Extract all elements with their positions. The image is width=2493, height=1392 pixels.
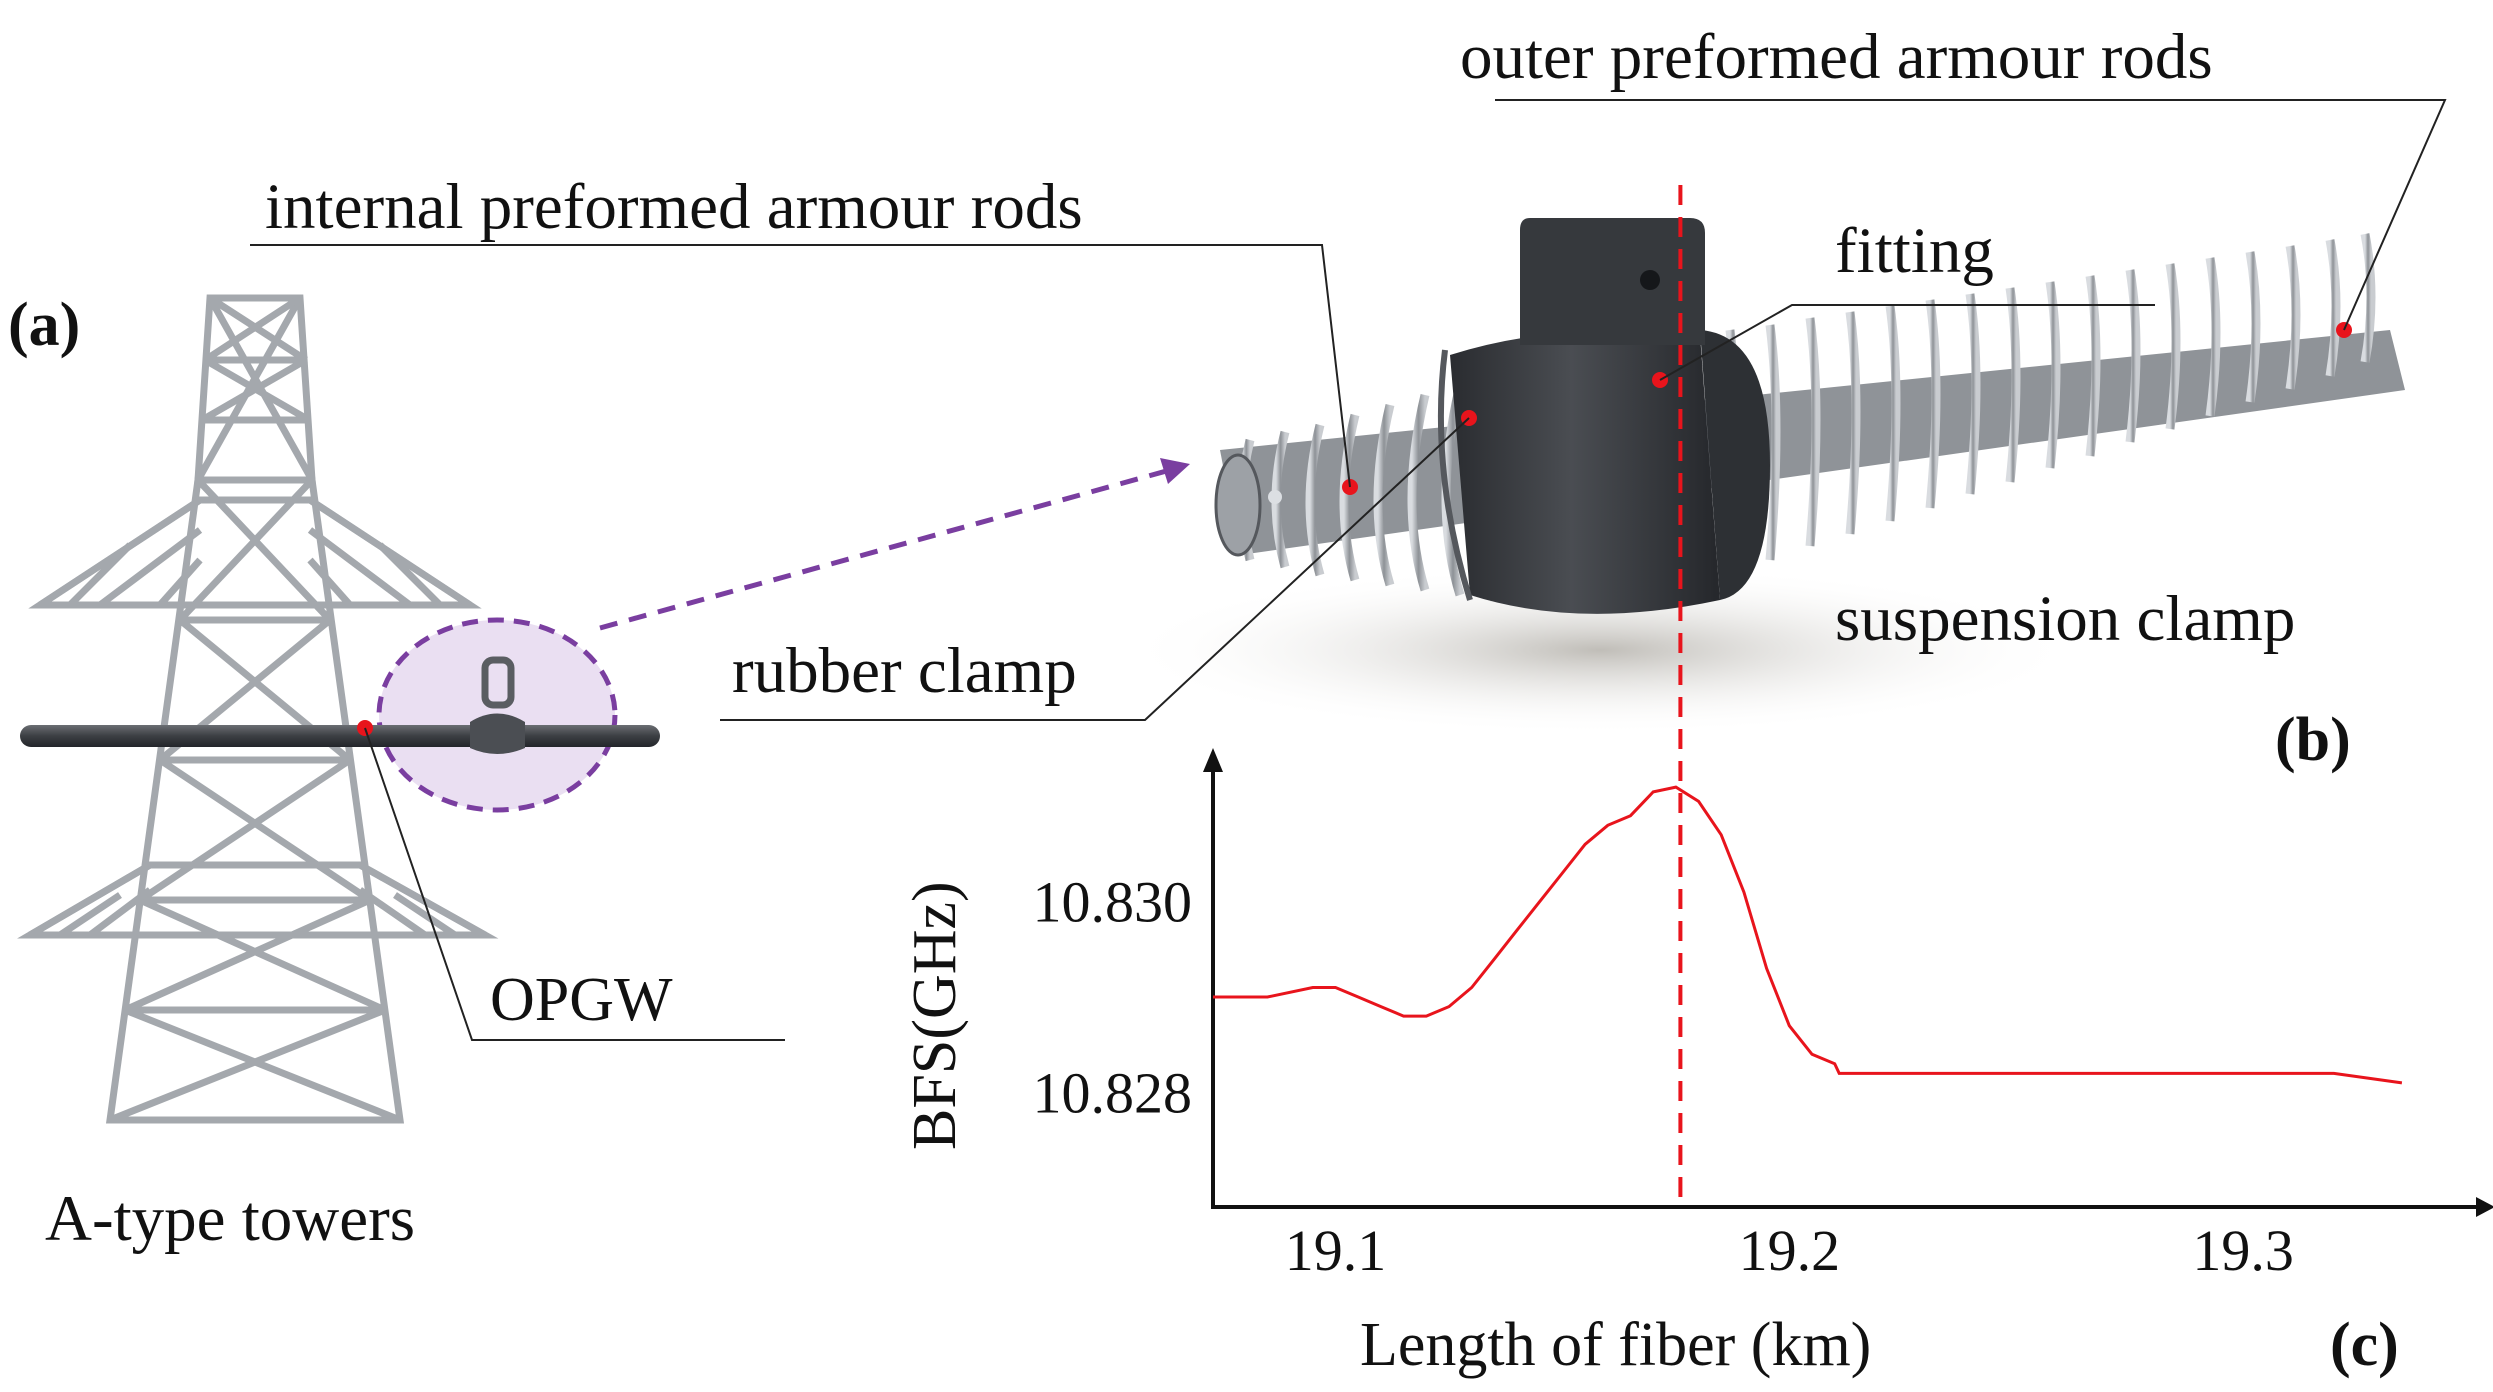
internal-rods-label: internal preformed armour rods — [265, 171, 1083, 243]
towers-label: A-type towers — [45, 1183, 415, 1255]
panel-b-label: (b) — [2275, 706, 2351, 774]
bfs-series-line — [1213, 785, 2403, 1085]
y-axis-arrow — [1203, 748, 1223, 772]
bfs-chart: 10.828 10.830 19.1 19.2 19.3 Length of fibe… — [901, 748, 2493, 1379]
x-tick-label: 19.2 — [1739, 1218, 1841, 1283]
internal-rods-leader — [250, 244, 1351, 488]
y-tick-label: 10.830 — [1033, 870, 1193, 935]
panel-a-label: (a) — [8, 291, 80, 359]
outer-rods-leader — [1495, 99, 2447, 331]
opgw-label: OPGW — [490, 966, 673, 1034]
y-tick-labels: 10.828 10.830 — [1033, 870, 1193, 1126]
suspension-clamp-label: suspension clamp — [1835, 583, 2295, 655]
panel-c-label: (c) — [2330, 1311, 2399, 1379]
clamp-shadow — [1120, 565, 2080, 735]
y-axis-label: BFS(GHz) — [901, 881, 969, 1150]
x-tick-label: 19.3 — [2192, 1218, 2294, 1283]
rubber-clamp-label: rubber clamp — [732, 635, 1077, 707]
rubber-clamp-leader — [720, 417, 1470, 721]
x-tick-labels: 19.1 19.2 19.3 — [1285, 1218, 2294, 1283]
suspension-clamp-illustration — [1214, 218, 2405, 614]
fitting-label: fitting — [1835, 215, 1994, 287]
chart-axes — [1203, 748, 2493, 1217]
y-tick-label: 10.828 — [1033, 1060, 1193, 1125]
zoom-arrow — [599, 458, 1190, 631]
opgw-cable — [20, 656, 660, 754]
opgw-leader — [364, 727, 785, 1041]
x-axis-label: Length of fiber (km) — [1360, 1311, 1871, 1379]
fitting-leader — [1659, 304, 2155, 381]
outer-rods-label: outer preformed armour rods — [1460, 21, 2213, 93]
x-tick-label: 19.1 — [1285, 1218, 1387, 1283]
x-axis-arrow — [2476, 1197, 2493, 1217]
